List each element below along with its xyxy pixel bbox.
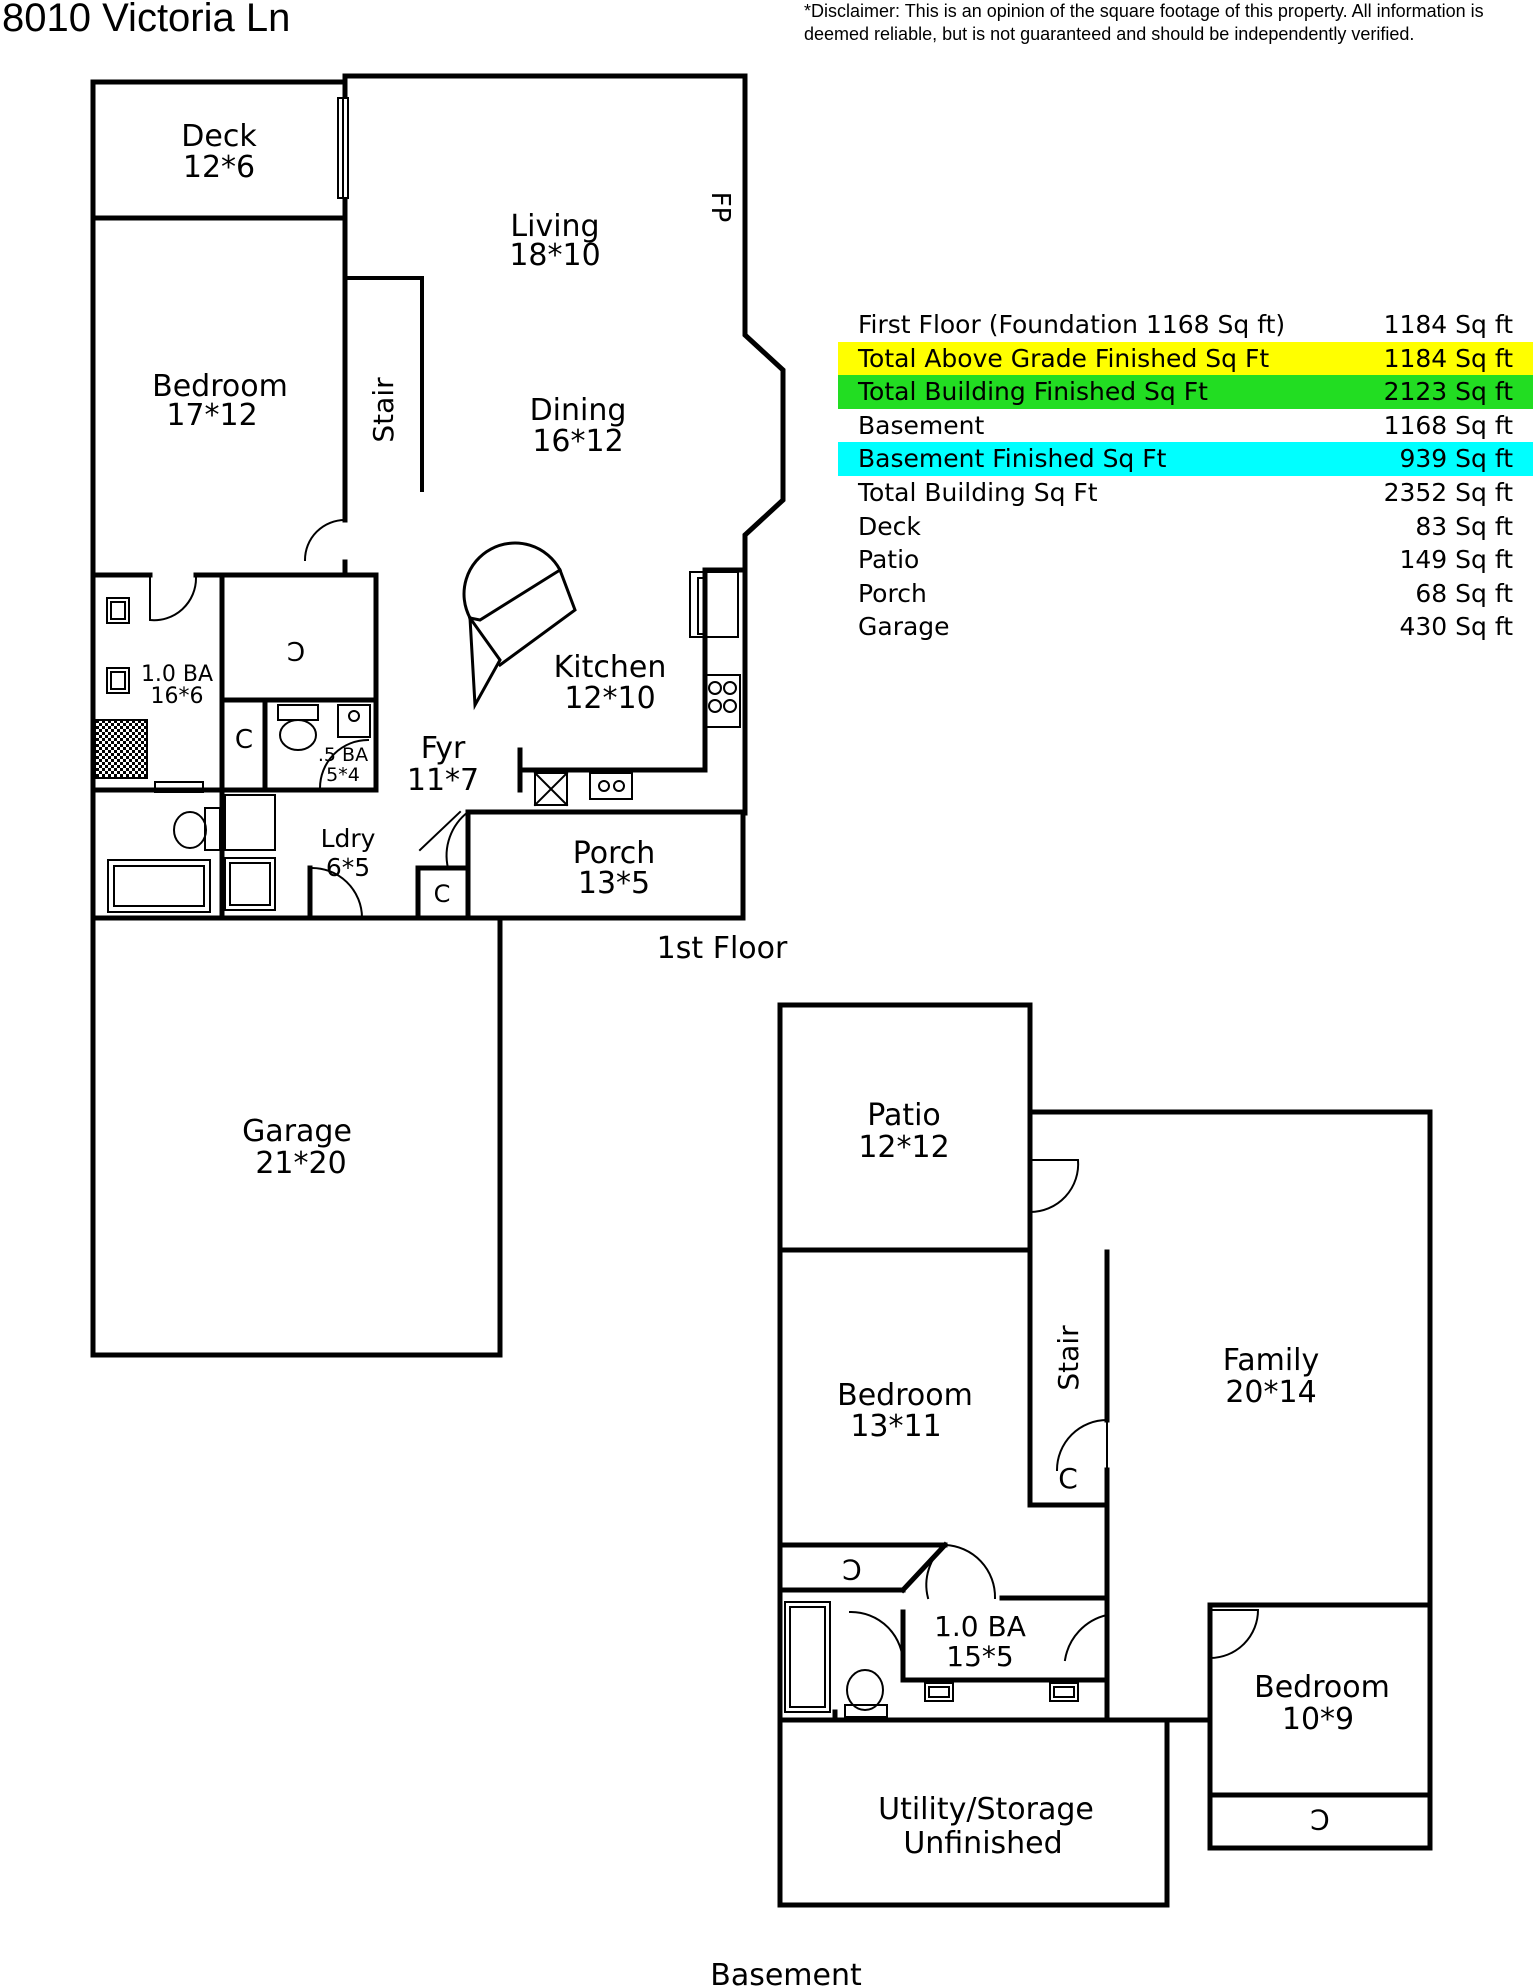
- summary-label: Basement: [858, 410, 985, 440]
- basement-stair-label: Stair: [1052, 1325, 1085, 1391]
- bedroom-size: 17*12: [166, 398, 257, 433]
- summary-value: 1168 Sq ft: [1383, 410, 1513, 440]
- foyer-label: Fyr: [421, 731, 466, 766]
- summary-value: 2352 Sq ft: [1383, 477, 1513, 507]
- closet-label: C: [842, 1553, 862, 1586]
- summary-value: 430 Sq ft: [1399, 612, 1513, 642]
- summary-row: Deck 83 Sq ft: [838, 510, 1533, 544]
- summary-value: 2123 Sq ft: [1383, 377, 1513, 407]
- foyer-size: 11*7: [407, 763, 479, 798]
- deck-label: Deck: [181, 119, 257, 154]
- summary-label: Total Above Grade Finished Sq Ft: [858, 343, 1270, 373]
- family-label: Family: [1223, 1343, 1320, 1378]
- basement-bath-size: 15*5: [946, 1640, 1013, 1673]
- closet-label: C: [1058, 1462, 1078, 1495]
- laundry-size: 6*5: [326, 853, 370, 882]
- laundry-label: Ldry: [321, 824, 376, 853]
- first-floor-label: 1st Floor: [657, 931, 788, 966]
- family-size: 20*14: [1225, 1375, 1316, 1410]
- closet-label: C: [235, 725, 253, 755]
- half-bath-size: 5*4: [326, 764, 360, 786]
- summary-label: First Floor (Foundation 1168 Sq ft): [858, 310, 1286, 339]
- closet-label: C: [434, 880, 451, 908]
- summary-row: Total Building Sq Ft 2352 Sq ft: [838, 476, 1533, 510]
- bath-full-label: 1.0 BA: [141, 662, 213, 687]
- bath-full-size: 16*6: [151, 684, 204, 709]
- kitchen-size: 12*10: [564, 681, 655, 716]
- dining-size: 16*12: [532, 424, 623, 459]
- summary-value: 1184 Sq ft: [1383, 310, 1513, 339]
- summary-row: Basement 1168 Sq ft: [838, 409, 1533, 443]
- summary-row: Total Building Finished Sq Ft 2123 Sq ft: [838, 375, 1533, 409]
- kitchen-label: Kitchen: [554, 650, 667, 685]
- half-bath-label: .5 BA: [318, 744, 368, 766]
- bedroom-label: Bedroom: [152, 369, 288, 404]
- stair-label: Stair: [367, 377, 400, 443]
- disclaimer: *Disclaimer: This is an opinion of the s…: [804, 1, 1484, 44]
- basement-walls: [777, 1002, 1433, 1908]
- first-floor-walls: [90, 73, 786, 921]
- summary-row: Porch 68 Sq ft: [838, 577, 1533, 611]
- summary-label: Deck: [858, 511, 921, 541]
- summary-row: First Floor (Foundation 1168 Sq ft) 1184 …: [838, 308, 1533, 342]
- bedroom1-label: Bedroom: [837, 1378, 973, 1413]
- closet-label: C: [287, 635, 305, 665]
- patio-label: Patio: [867, 1098, 941, 1133]
- patio-size: 12*12: [858, 1130, 949, 1165]
- summary-row: Basement Finished Sq Ft 939 Sq ft: [838, 442, 1533, 476]
- square-footage-summary: First Floor (Foundation 1168 Sq ft) 1184 …: [838, 308, 1533, 644]
- summary-label: Garage: [858, 612, 950, 642]
- summary-label: Total Building Finished Sq Ft: [858, 377, 1208, 407]
- first-floor-stair: [343, 276, 424, 492]
- dining-label: Dining: [530, 393, 627, 428]
- closet-label: C: [1310, 1803, 1330, 1836]
- summary-value: 149 Sq ft: [1399, 545, 1513, 575]
- summary-row: Total Above Grade Finished Sq Ft 1184 Sq …: [838, 341, 1533, 376]
- summary-value: 68 Sq ft: [1415, 578, 1513, 608]
- garage-label: Garage: [242, 1114, 352, 1149]
- summary-row: Patio 149 Sq ft: [838, 543, 1533, 577]
- porch-label: Porch: [573, 836, 656, 871]
- bedroom2-size: 10*9: [1282, 1702, 1354, 1737]
- bedroom1-size: 13*11: [850, 1409, 941, 1444]
- utility-label: Utility/Storage: [878, 1792, 1094, 1827]
- living-label: Living: [510, 209, 599, 244]
- summary-row: Garage 430 Sq ft: [838, 610, 1533, 644]
- summary-value: 83 Sq ft: [1415, 511, 1513, 541]
- summary-value: 1184 Sq ft: [1383, 343, 1513, 373]
- summary-label: Porch: [858, 578, 927, 608]
- garage-walls: [90, 915, 503, 1358]
- summary-value: 939 Sq ft: [1399, 444, 1513, 474]
- porch-size: 13*5: [578, 866, 650, 901]
- summary-label: Total Building Sq Ft: [858, 477, 1098, 507]
- living-size: 18*10: [509, 238, 600, 273]
- garage-size: 21*20: [255, 1146, 346, 1181]
- basement-label: Basement: [710, 1958, 862, 1988]
- deck-size: 12*6: [183, 150, 255, 185]
- property-address: 8010 Victoria Ln: [2, 0, 291, 40]
- summary-label: Basement Finished Sq Ft: [858, 444, 1167, 474]
- summary-label: Patio: [858, 545, 920, 575]
- basement-bath-label: 1.0 BA: [934, 1610, 1026, 1643]
- fireplace-label: FP: [705, 192, 735, 223]
- utility-status: Unfinished: [903, 1826, 1062, 1861]
- bedroom2-label: Bedroom: [1254, 1670, 1390, 1705]
